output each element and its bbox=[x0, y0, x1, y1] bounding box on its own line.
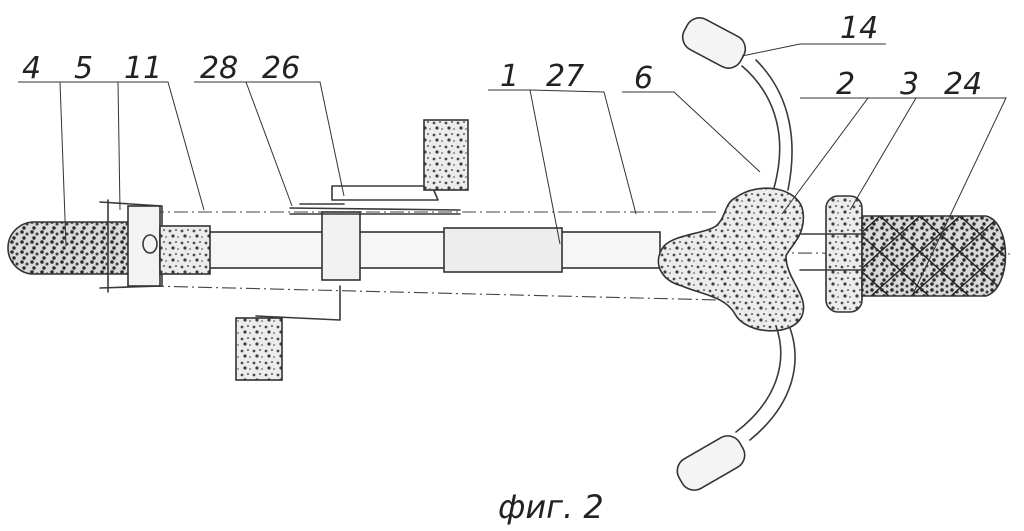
seat-tube bbox=[443, 227, 563, 273]
label-14: 14 bbox=[840, 11, 878, 46]
crank-assembly bbox=[235, 119, 469, 381]
chain-line bbox=[289, 207, 461, 215]
handlebar bbox=[676, 17, 796, 491]
label-5: 5 bbox=[74, 51, 93, 86]
frame-tube bbox=[159, 225, 661, 275]
label-27: 27 bbox=[546, 59, 584, 94]
leader-lines bbox=[18, 43, 1007, 297]
label-4: 4 bbox=[22, 51, 41, 86]
center-lines bbox=[149, 211, 1011, 301]
label-28: 28 bbox=[200, 51, 238, 86]
label-3: 3 bbox=[900, 67, 919, 102]
rear-basket bbox=[799, 215, 1007, 297]
figure-caption: фиг. 2 bbox=[498, 488, 604, 526]
label-6: 6 bbox=[634, 61, 653, 96]
rear-bracket bbox=[825, 195, 863, 313]
label-1: 1 bbox=[500, 59, 519, 94]
label-26: 26 bbox=[262, 51, 300, 86]
label-group: 4 5 11 28 26 1 27 6 14 2 3 24 bbox=[22, 11, 982, 102]
label-2: 2 bbox=[836, 67, 855, 102]
label-11: 11 bbox=[124, 51, 162, 86]
front-fork bbox=[99, 199, 163, 293]
seat bbox=[657, 187, 805, 332]
label-24: 24 bbox=[944, 67, 982, 102]
